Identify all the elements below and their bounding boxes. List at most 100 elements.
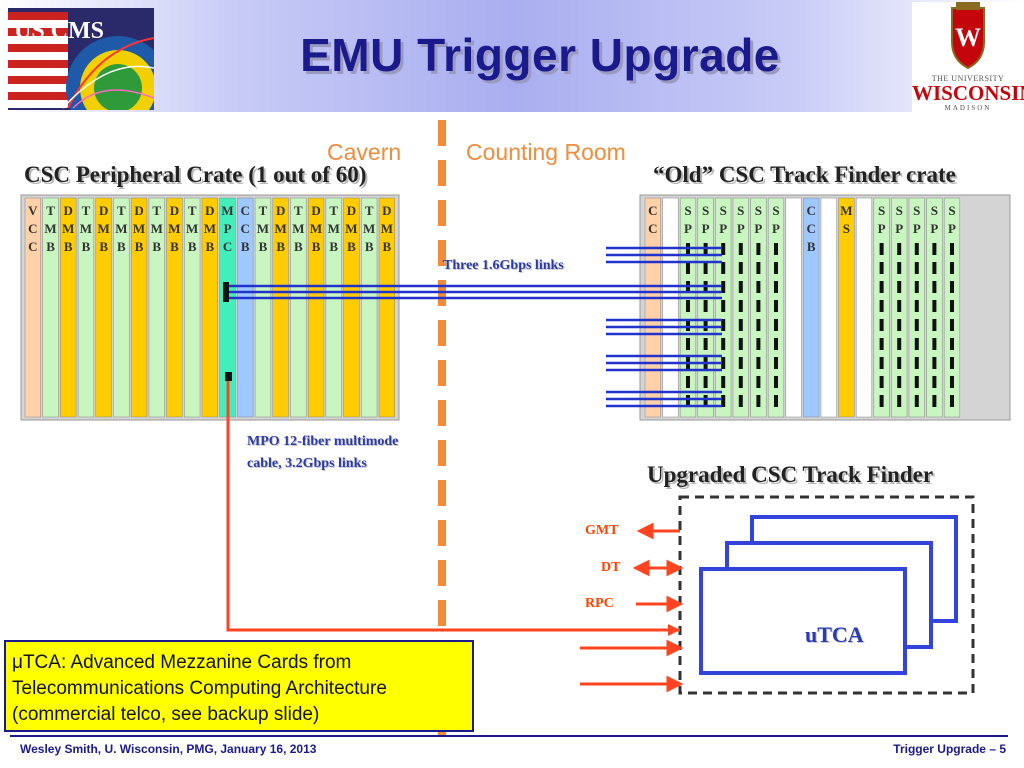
sp-port (950, 243, 954, 255)
sp-port (897, 262, 902, 274)
old-crate-slot-letter: S (755, 203, 762, 218)
peripheral-slot-letter: D (382, 203, 391, 218)
sp-port (932, 243, 937, 255)
sp-port (932, 338, 937, 350)
old-crate-slot: CC (644, 197, 661, 418)
peripheral-slot-letter: D (64, 203, 73, 218)
upgraded-track-finder-title: Upgraded CSC Track Finder (647, 462, 934, 487)
old-crate-slot-letter: S (720, 203, 727, 218)
mpo-cable-arrowhead (668, 624, 680, 636)
peripheral-slot-card (201, 197, 218, 418)
sp-port (932, 262, 937, 274)
peripheral-slot: TMB (148, 197, 165, 418)
peripheral-slot-letter: D (311, 203, 320, 218)
peripheral-slot-letter: D (347, 203, 356, 218)
old-crate-slot-card (785, 197, 802, 418)
sp-port (756, 243, 761, 255)
sp-port (897, 357, 902, 369)
three-links-label: Three 1.6Gbps links (443, 258, 564, 273)
sp-port (721, 243, 726, 255)
sp-port (950, 376, 954, 388)
sp-port (914, 281, 919, 293)
peripheral-slot: TMB (290, 197, 307, 418)
old-crate-slot-letter: S (913, 203, 920, 218)
peripheral-slot-letter: T (117, 203, 126, 218)
sp-port (721, 395, 726, 407)
footer-divider (10, 735, 1008, 737)
sp-port (914, 300, 919, 312)
peripheral-slot-card (42, 197, 59, 418)
sp-port (897, 376, 902, 388)
old-crate-slot: SP (926, 197, 943, 418)
old-crate-slot-letter: P (737, 221, 745, 236)
old-crate-slot: SP (908, 197, 925, 418)
note-line-2: Telecommunications Computing Architectur… (12, 678, 387, 699)
peripheral-slot-card (272, 197, 289, 418)
sp-port (932, 395, 937, 407)
old-crate-slot-letter: P (772, 221, 780, 236)
old-crate-slot-letter: C (807, 221, 816, 236)
link-bundles (606, 246, 722, 408)
old-crate-slot-letter: P (948, 221, 956, 236)
sp-port (756, 376, 761, 388)
peripheral-slot-card (361, 197, 378, 418)
peripheral-slot-card (343, 197, 360, 418)
old-crate-slot-card (855, 197, 873, 418)
page-title: EMU Trigger Upgrade (300, 29, 780, 81)
counting-room-label: Counting Room (466, 139, 626, 165)
sp-port (703, 338, 708, 350)
old-crate-slot-card (803, 197, 820, 418)
peripheral-slot-letter: T (82, 203, 91, 218)
peripheral-slot: TMB (325, 197, 342, 418)
sp-port (756, 338, 761, 350)
peripheral-slot: TMB (184, 197, 201, 418)
peripheral-slot-letter: M (381, 221, 393, 236)
uw-wisconsin-text: WISCONSIN (912, 81, 1024, 105)
sp-port (738, 262, 743, 274)
sp-port (738, 319, 743, 331)
peripheral-slots: VCCTMBDMBTMBDMBTMBDMBTMBDMBTMBDMBMPCCCBT… (24, 197, 395, 418)
old-crate-slot-letter: P (754, 221, 762, 236)
sp-port (879, 338, 884, 350)
peripheral-slot-card (130, 197, 148, 418)
peripheral-slot-letter: B (329, 239, 338, 254)
note-line-3: (commercial telco, see backup slide) (12, 704, 320, 725)
sp-port (897, 319, 902, 331)
peripheral-slot-card (290, 197, 307, 418)
uw-madison-logo: W THE UNIVERSITY WISCONSIN MADISON (912, 2, 1024, 112)
sp-port (738, 300, 743, 312)
sp-port (879, 357, 884, 369)
peripheral-slot-letter: M (292, 221, 304, 236)
peripheral-slot-letter: B (312, 239, 321, 254)
sp-port (738, 357, 743, 369)
peripheral-slot-card (237, 197, 254, 418)
peripheral-slot-letter: M (133, 221, 145, 236)
peripheral-slot-letter: P (224, 221, 232, 236)
old-crate-slot-letter: P (684, 221, 692, 236)
uw-crest-letter: W (955, 23, 981, 52)
sp-port (774, 243, 778, 255)
peripheral-slot: VCC (24, 197, 41, 418)
utca-label: uTCA (805, 622, 864, 647)
old-crate-slot-letter: P (895, 221, 903, 236)
peripheral-slot-letter: M (98, 221, 110, 236)
sp-port (738, 395, 743, 407)
old-crate-slot-letter: P (878, 221, 886, 236)
mpc-to-sp-links (227, 284, 722, 300)
sp-port (897, 395, 902, 407)
old-crate-slot-letter: M (840, 203, 852, 218)
sp-port (950, 338, 954, 350)
old-crate-slot: SP (732, 197, 749, 418)
peripheral-slot-letter: B (46, 239, 55, 254)
sp-port (756, 281, 761, 293)
peripheral-slot-letter: M (62, 221, 74, 236)
peripheral-slot: TMB (42, 197, 59, 418)
old-crate-slot: SP (767, 197, 785, 418)
old-crate-slot-letter: S (684, 203, 691, 218)
old-crate-slot (820, 197, 837, 418)
peripheral-slot-card (95, 197, 112, 418)
peripheral-slot-letter: M (80, 221, 92, 236)
sp-port (932, 357, 937, 369)
old-crate-slot-letter: C (648, 203, 657, 218)
sp-port (756, 357, 761, 369)
